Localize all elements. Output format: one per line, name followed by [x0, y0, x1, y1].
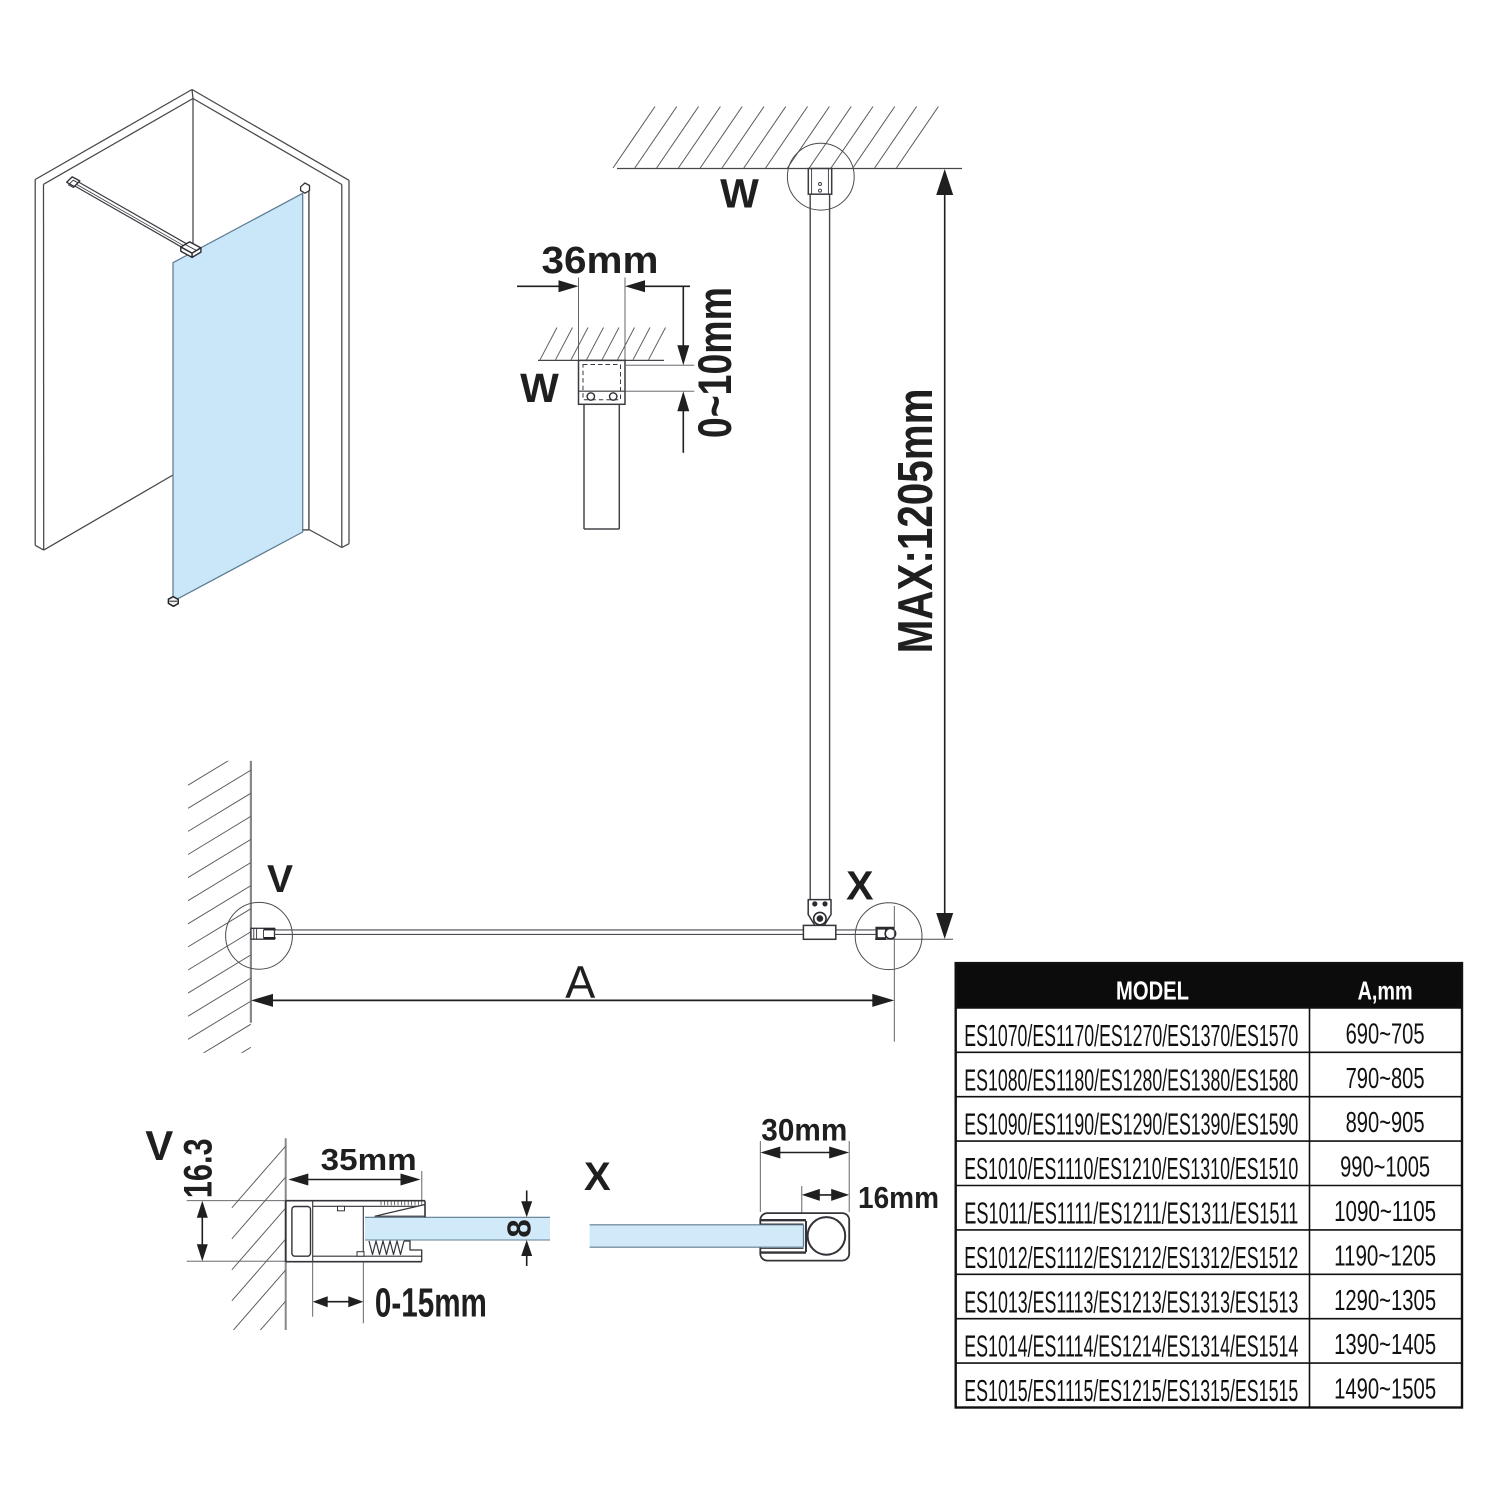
svg-text:ES1011/ES1111/ES1211/ES1311/ES: ES1011/ES1111/ES1211/ES1311/ES1511: [964, 1196, 1298, 1231]
svg-text:1290~1305: 1290~1305: [1334, 1285, 1436, 1317]
svg-text:790~805: 790~805: [1346, 1063, 1425, 1095]
svg-text:690~705: 690~705: [1346, 1018, 1425, 1050]
svg-text:ES1014/ES1114/ES1214/ES1314/ES: ES1014/ES1114/ES1214/ES1314/ES1514: [964, 1329, 1298, 1364]
svg-text:ES1013/ES1113/ES1213/ES1313/ES: ES1013/ES1113/ES1213/ES1313/ES1513: [964, 1284, 1298, 1319]
svg-text:X: X: [846, 863, 873, 909]
svg-text:1390~1405: 1390~1405: [1334, 1329, 1436, 1361]
svg-text:V: V: [267, 858, 293, 901]
svg-text:1490~1505: 1490~1505: [1334, 1374, 1436, 1406]
svg-text:0-15mm: 0-15mm: [375, 1280, 487, 1326]
svg-text:ES1010/ES1110/ES1210/ES1310/ES: ES1010/ES1110/ES1210/ES1310/ES1510: [964, 1151, 1298, 1186]
svg-text:36mm: 36mm: [542, 240, 659, 282]
svg-text:8: 8: [501, 1219, 538, 1237]
svg-text:ES1070/ES1170/ES1270/ES1370/ES: ES1070/ES1170/ES1270/ES1370/ES1570: [964, 1018, 1298, 1053]
svg-text:A,mm: A,mm: [1358, 976, 1413, 1006]
svg-text:W: W: [520, 365, 559, 411]
svg-text:890~905: 890~905: [1346, 1107, 1425, 1139]
svg-text:16.3: 16.3: [177, 1138, 221, 1198]
svg-text:MODEL: MODEL: [1116, 976, 1189, 1006]
svg-text:ES1080/ES1180/ES1280/ES1380/ES: ES1080/ES1180/ES1280/ES1380/ES1580: [964, 1062, 1298, 1097]
svg-text:0~10mm: 0~10mm: [688, 287, 741, 438]
svg-text:1190~1205: 1190~1205: [1334, 1240, 1436, 1272]
svg-text:V: V: [145, 1122, 173, 1169]
svg-text:ES1090/ES1190/ES1290/ES1390/ES: ES1090/ES1190/ES1290/ES1390/ES1590: [964, 1107, 1298, 1142]
svg-text:MAX:1205mm: MAX:1205mm: [889, 388, 943, 653]
svg-text:990~1005: 990~1005: [1340, 1152, 1430, 1184]
svg-text:35mm: 35mm: [321, 1142, 417, 1177]
svg-text:30mm: 30mm: [761, 1112, 847, 1148]
svg-text:1090~1105: 1090~1105: [1334, 1196, 1436, 1228]
svg-text:ES1015/ES1115/ES1215/ES1315/ES: ES1015/ES1115/ES1215/ES1315/ES1515: [964, 1373, 1298, 1408]
svg-text:X: X: [584, 1155, 611, 1199]
svg-text:16mm: 16mm: [858, 1180, 939, 1215]
svg-text:A: A: [565, 956, 595, 1007]
svg-text:W: W: [720, 170, 759, 216]
svg-text:ES1012/ES1112/ES1212/ES1312/ES: ES1012/ES1112/ES1212/ES1312/ES1512: [964, 1240, 1298, 1275]
